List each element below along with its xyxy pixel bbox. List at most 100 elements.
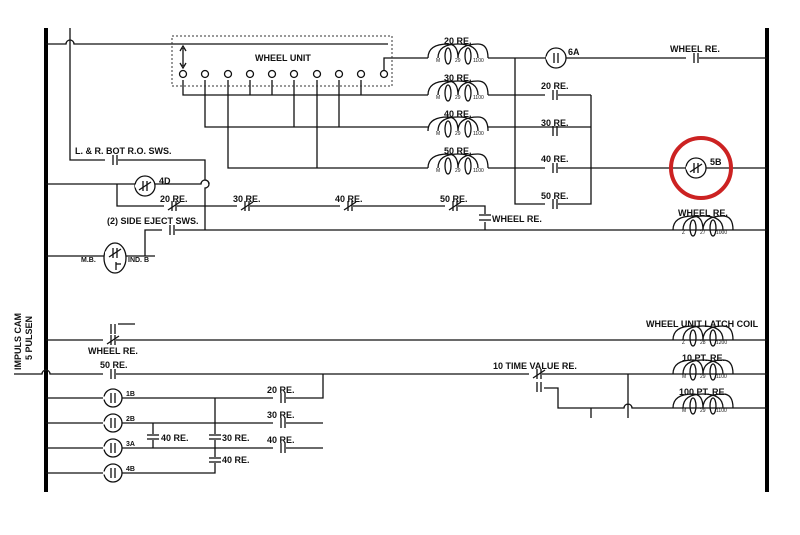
coil-30-re: 30 RE. M 29 1100: [427, 73, 489, 102]
svg-text:40 RE.: 40 RE.: [267, 435, 295, 445]
contact-cap-40-re-b: 40 RE.: [209, 455, 250, 465]
wheel-unit-box: [171, 35, 393, 87]
contact-10-time-value-re: 10 TIME VALUE RE.: [493, 361, 577, 392]
svg-text:29: 29: [455, 58, 461, 64]
svg-text:M: M: [682, 374, 686, 380]
contact-side-eject-sws: (2) SIDE EJECT SWS.: [107, 216, 199, 237]
svg-text:50 RE.: 50 RE.: [440, 194, 468, 204]
contact-nc-50-re: 50 RE.: [440, 194, 468, 211]
svg-text:40 RE.: 40 RE.: [444, 109, 472, 119]
wheel-unit-arrow-icon: [179, 44, 187, 70]
svg-text:1200: 1200: [716, 340, 727, 346]
contact-5b: 5B: [685, 157, 722, 179]
svg-text:40 RE.: 40 RE.: [541, 154, 569, 164]
svg-text:1100: 1100: [716, 374, 727, 380]
svg-text:WHEEL UNIT LATCH COIL: WHEEL UNIT LATCH COIL: [646, 319, 759, 329]
svg-text:1100: 1100: [473, 95, 484, 101]
svg-text:M: M: [682, 408, 686, 414]
svg-text:28: 28: [700, 340, 706, 346]
svg-text:1100: 1100: [473, 168, 484, 174]
svg-text:4D: 4D: [159, 176, 171, 186]
wheel-unit-label: WHEEL UNIT: [255, 53, 311, 63]
svg-text:29: 29: [700, 408, 706, 414]
svg-text:10 TIME VALUE RE.: 10 TIME VALUE RE.: [493, 361, 577, 371]
svg-text:50 RE.: 50 RE.: [100, 360, 128, 370]
svg-text:40 RE.: 40 RE.: [222, 455, 250, 465]
svg-text:20 RE.: 20 RE.: [267, 385, 295, 395]
svg-text:M: M: [436, 58, 440, 64]
svg-text:(2) SIDE EJECT SWS.: (2) SIDE EJECT SWS.: [107, 216, 199, 226]
svg-text:WHEEL RE.: WHEEL RE.: [492, 214, 542, 224]
svg-text:27: 27: [700, 230, 706, 236]
contact-50-re: 50 RE.: [541, 191, 569, 211]
contact-wheel-re-top: WHEEL RE.: [670, 44, 720, 65]
contact-low-20-re: 20 RE.: [267, 385, 295, 405]
contact-40-re: 40 RE.: [541, 154, 569, 175]
svg-text:WHEEL RE.: WHEEL RE.: [678, 208, 728, 218]
svg-text:5B: 5B: [710, 157, 722, 167]
contact-30-re: 30 RE.: [541, 118, 569, 138]
svg-text:20 RE.: 20 RE.: [541, 81, 569, 91]
contact-4d: 4D: [134, 175, 171, 197]
contact-lr-bot-ro-sws: L. & R. BOT R.O. SWS.: [75, 146, 172, 167]
contact-50-re-low: 50 RE.: [100, 360, 128, 381]
svg-text:30 RE.: 30 RE.: [222, 433, 250, 443]
svg-text:30 RE.: 30 RE.: [233, 194, 261, 204]
svg-text:M: M: [436, 95, 440, 101]
svg-text:L. & R. BOT R.O. SWS.: L. & R. BOT R.O. SWS.: [75, 146, 172, 156]
wheel-unit-terminals: [178, 69, 389, 79]
svg-text:29: 29: [700, 374, 706, 380]
svg-text:6A: 6A: [568, 47, 580, 57]
svg-text:Z: Z: [682, 230, 685, 236]
svg-text:1100: 1100: [473, 131, 484, 137]
highlight-circle: [669, 136, 733, 200]
svg-text:1000: 1000: [716, 230, 727, 236]
contact-3a: 3A: [101, 438, 135, 458]
svg-text:29: 29: [455, 168, 461, 174]
svg-text:29: 29: [455, 131, 461, 137]
coil-100-pt-re: 100 PT. RE. M 29 1100: [672, 387, 734, 415]
svg-text:100 PT. RE.: 100 PT. RE.: [679, 387, 727, 397]
svg-text:30 RE.: 30 RE.: [444, 73, 472, 83]
wires: [14, 28, 767, 474]
svg-text:WHEEL RE.: WHEEL RE.: [670, 44, 720, 54]
contact-mb-ind-b: M.B. IND. B: [81, 242, 149, 274]
svg-text:30 RE.: 30 RE.: [267, 410, 295, 420]
svg-text:50 RE.: 50 RE.: [444, 146, 472, 156]
contact-2b: 2B: [101, 413, 135, 433]
svg-text:M.B.: M.B.: [81, 257, 96, 264]
contact-nc-40-re: 40 RE.: [335, 194, 363, 211]
svg-text:50 RE.: 50 RE.: [541, 191, 569, 201]
svg-text:IND. B: IND. B: [128, 257, 149, 264]
contact-nc-wheel-re: WHEEL RE.: [88, 324, 138, 356]
contact-low-30-re: 30 RE.: [267, 410, 295, 430]
svg-text:40 RE.: 40 RE.: [161, 433, 189, 443]
contact-low-40-re: 40 RE.: [267, 435, 295, 455]
svg-text:3A: 3A: [126, 441, 135, 448]
svg-text:WHEEL RE.: WHEEL RE.: [88, 346, 138, 356]
svg-text:1100: 1100: [716, 408, 727, 414]
contact-6a: 6A: [544, 47, 580, 69]
coil-40-re: 40 RE. M 29 1100: [427, 109, 489, 138]
contact-cap-40-re: 40 RE.: [147, 433, 189, 443]
coil-wheel-re: WHEEL RE. Z 27 1000: [672, 208, 734, 237]
svg-text:40 RE.: 40 RE.: [335, 194, 363, 204]
contact-1b: 1B: [101, 388, 135, 408]
side-label-1: IMPULS CAM: [13, 313, 23, 370]
svg-text:1B: 1B: [126, 391, 135, 398]
svg-text:30 RE.: 30 RE.: [541, 118, 569, 128]
svg-text:M: M: [436, 168, 440, 174]
contact-nc-20-re: 20 RE.: [160, 194, 188, 211]
svg-text:2B: 2B: [126, 416, 135, 423]
contact-nc-30-re: 30 RE.: [233, 194, 261, 211]
svg-text:M: M: [436, 131, 440, 137]
side-label-2: 5 PULSEN: [24, 316, 34, 360]
svg-text:20 RE.: 20 RE.: [444, 36, 472, 46]
svg-text:29: 29: [455, 95, 461, 101]
svg-text:20 RE.: 20 RE.: [160, 194, 188, 204]
svg-text:4B: 4B: [126, 466, 135, 473]
